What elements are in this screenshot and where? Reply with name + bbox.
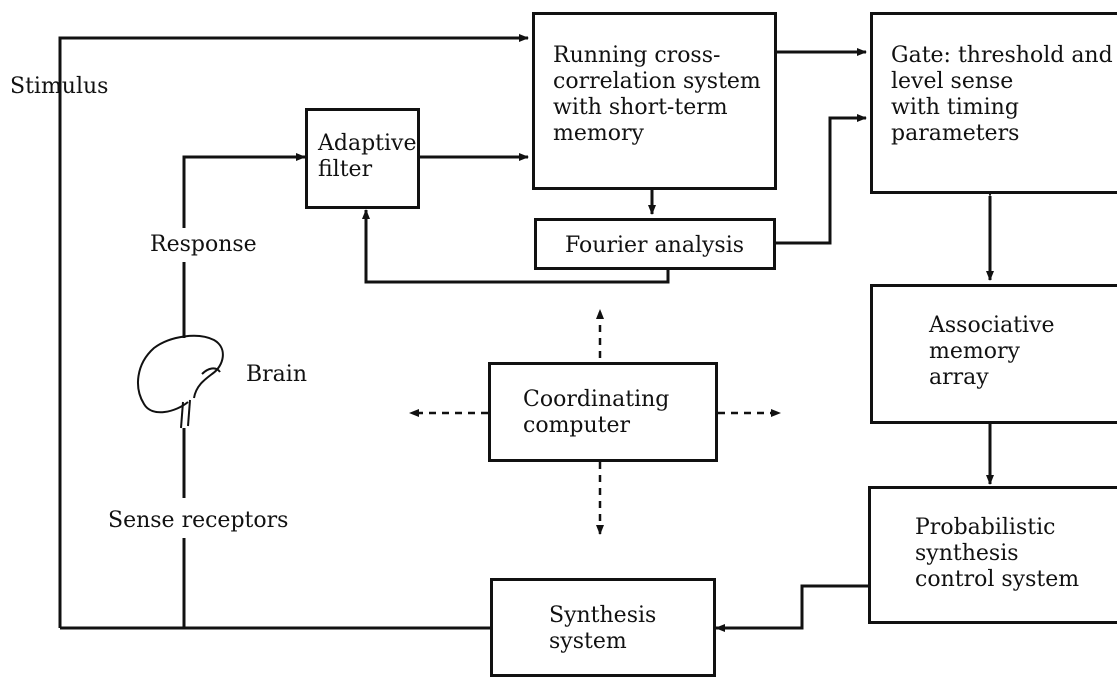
- stimulus-line: [58, 34, 529, 628]
- brain-sketch: [137, 334, 224, 429]
- probabilistic-synthesis-text: Probabilistic synthesis control system: [915, 515, 1080, 592]
- brain-label: Brain: [246, 362, 308, 387]
- sense-receptors-label: Sense receptors: [108, 508, 289, 533]
- cross-correlation-text: Running cross- correlation system with s…: [553, 43, 761, 146]
- gate-box: Gate: threshold and level sense with tim…: [870, 12, 1117, 194]
- probabilistic-to-synthesis-line: [715, 584, 868, 632]
- stimulus-label: Stimulus: [10, 74, 109, 99]
- response-label: Response: [150, 232, 257, 257]
- synthesis-system-box: Synthesis system: [490, 578, 716, 677]
- fourier-to-gate-line: [776, 114, 867, 245]
- gate-text: Gate: threshold and level sense with tim…: [891, 43, 1113, 146]
- fourier-analysis-text: Fourier analysis: [565, 233, 745, 258]
- probabilistic-synthesis-box: Probabilistic synthesis control system: [868, 486, 1117, 624]
- adaptive-filter-text: Adaptive filter: [318, 131, 417, 182]
- fourier-to-filter-line: [362, 209, 670, 284]
- response-to-filter-line: [182, 153, 306, 228]
- associative-memory-text: Associative memory array: [929, 313, 1055, 390]
- cross-correlation-box: Running cross- correlation system with s…: [532, 12, 777, 190]
- adaptive-filter-box: Adaptive filter: [305, 108, 420, 209]
- synthesis-system-text: Synthesis system: [549, 603, 657, 654]
- fourier-analysis-box: Fourier analysis: [534, 218, 776, 270]
- associative-memory-box: Associative memory array: [870, 284, 1117, 424]
- coordinating-computer-text: Coordinating computer: [523, 387, 670, 438]
- coordinating-computer-box: Coordinating computer: [488, 362, 718, 462]
